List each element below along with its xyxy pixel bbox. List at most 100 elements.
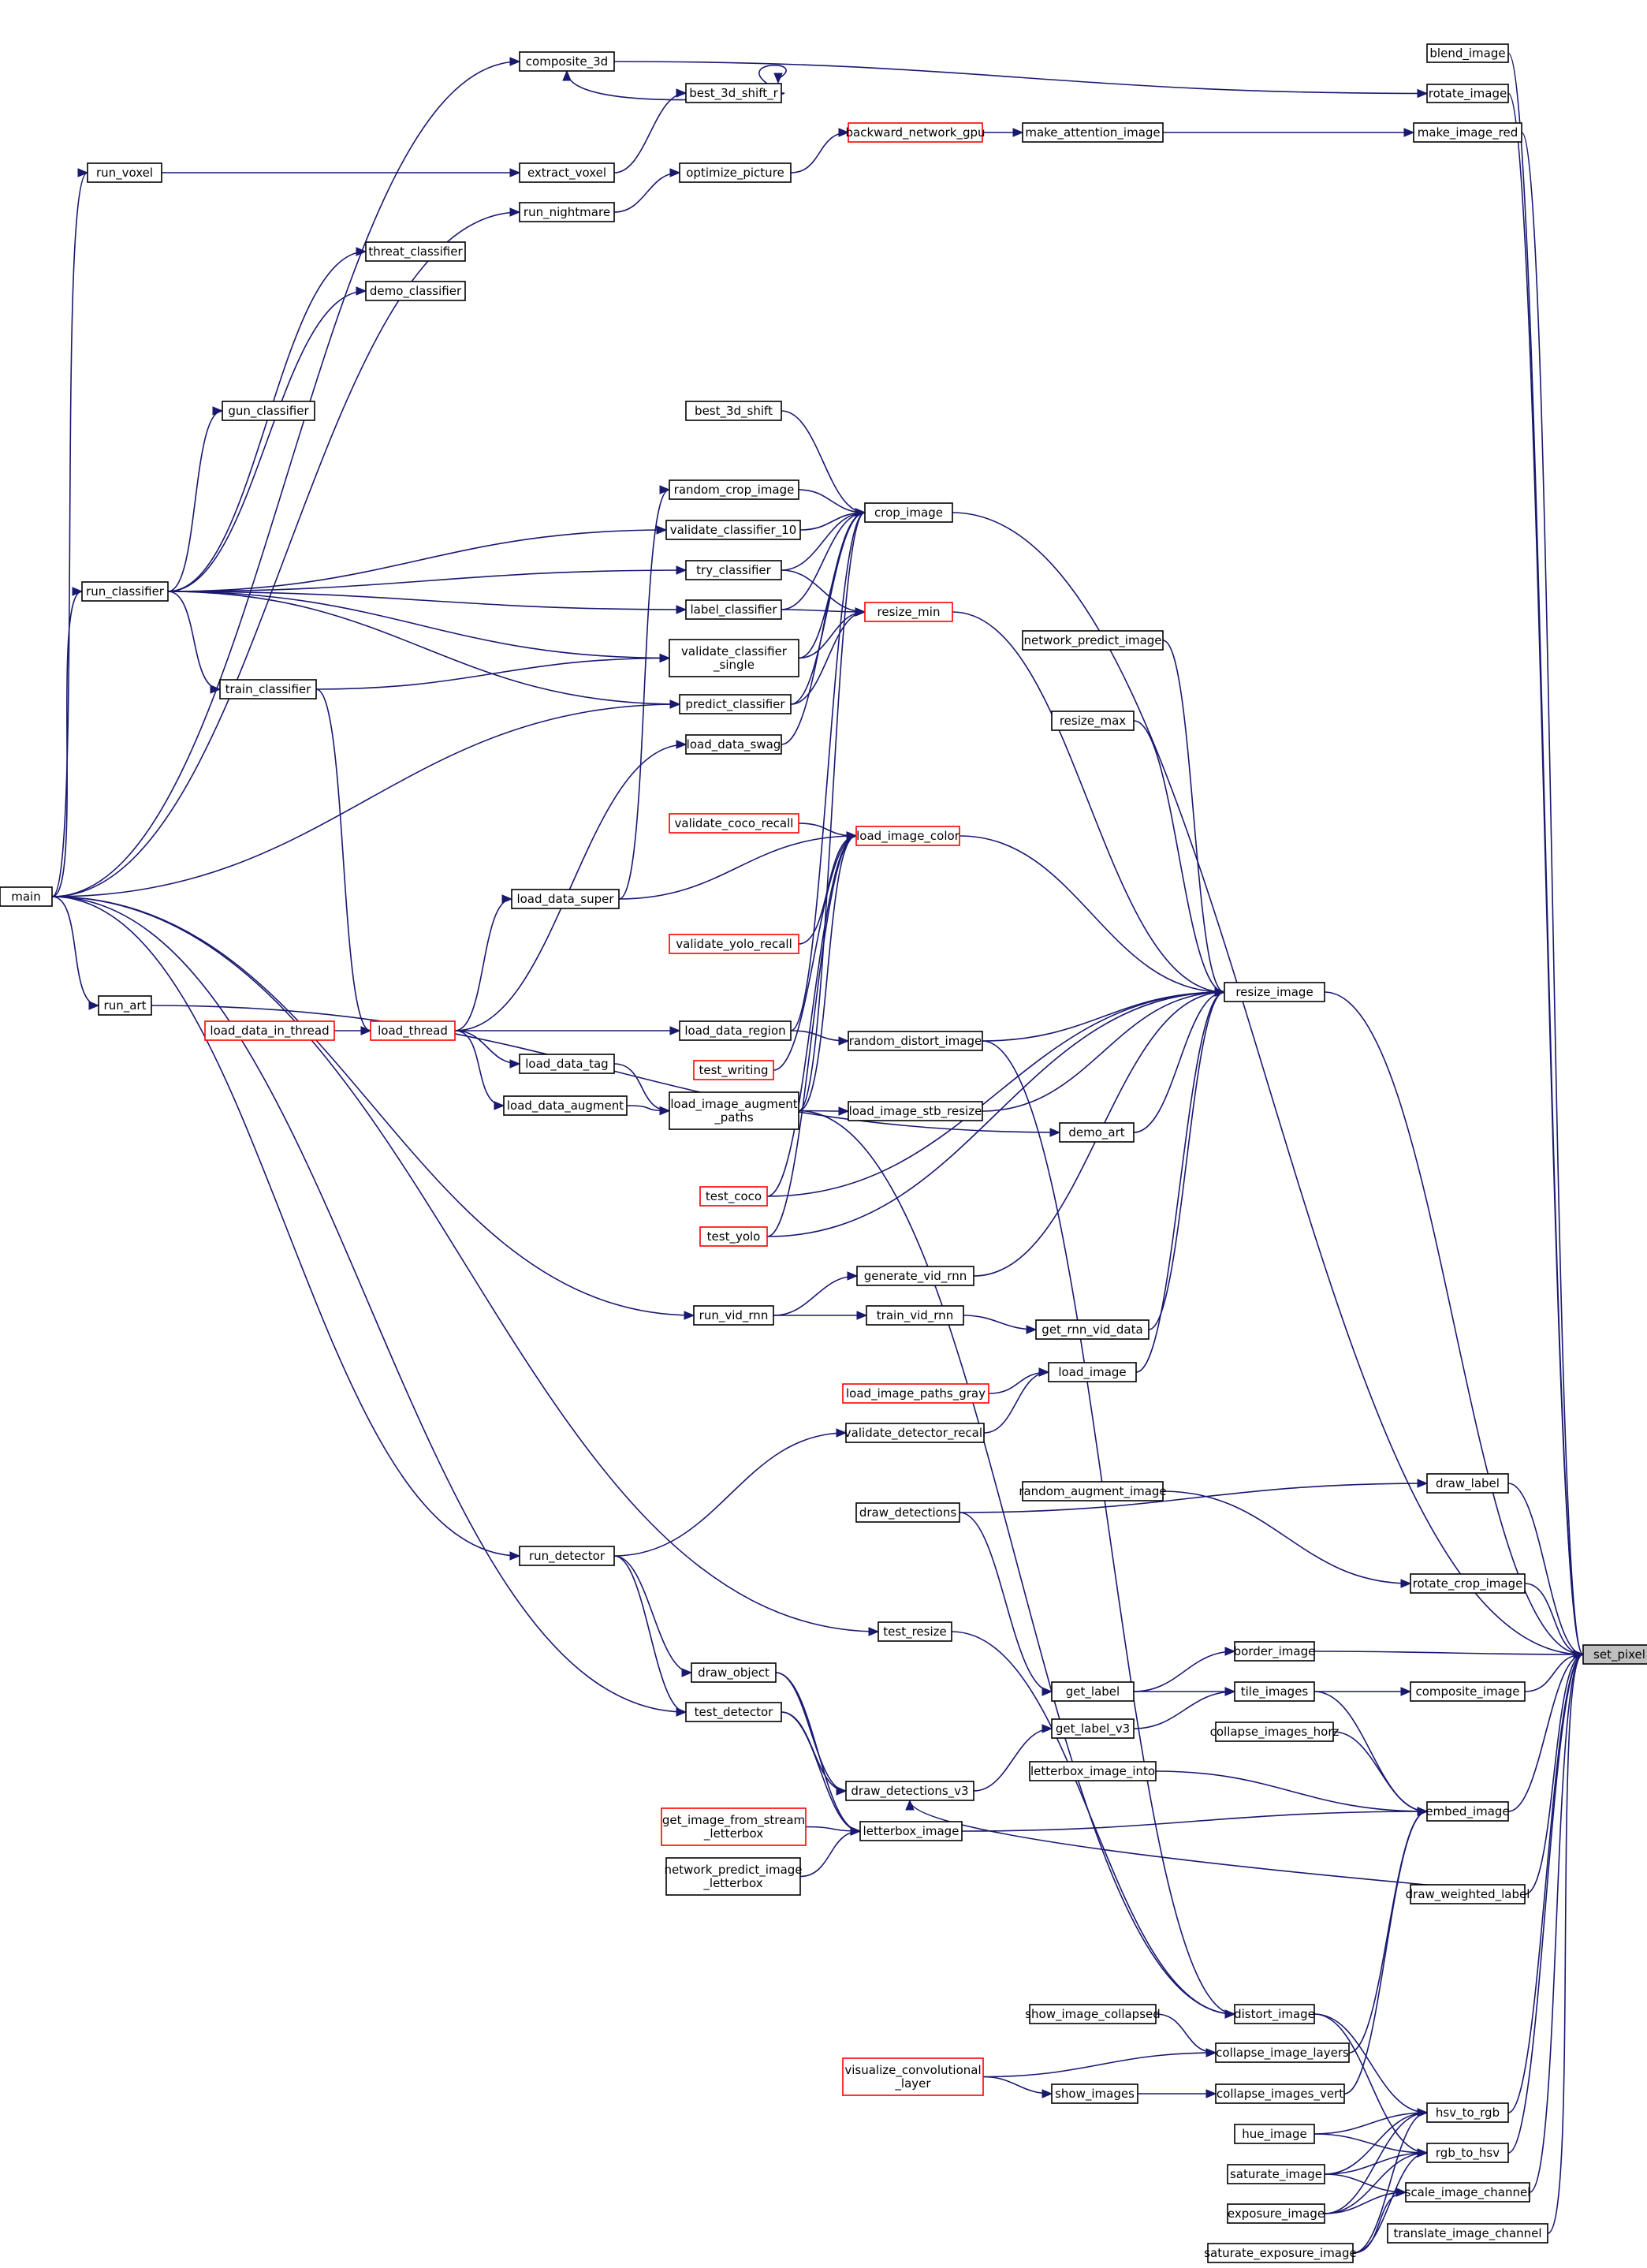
node-hue-image[interactable]: hue_image [1234, 2124, 1315, 2144]
node-threat-classifier[interactable]: threat_classifier [365, 241, 466, 262]
node-get-image-from-stream-letterbox[interactable]: get_image_from_stream_letterbox [661, 1807, 807, 1846]
node-load-image-paths-gray[interactable]: load_image_paths_gray [842, 1383, 989, 1404]
node-letterbox-image[interactable]: letterbox_image [859, 1821, 963, 1841]
node-backward-network-gpu[interactable]: backward_network_gpu [846, 122, 986, 143]
node-load-data-super[interactable]: load_data_super [511, 889, 620, 909]
node-distort-image[interactable]: distort_image [1234, 2004, 1315, 2024]
node-extract-voxel[interactable]: extract_voxel [519, 162, 615, 183]
node-validate-detector-recall[interactable]: validate_detector_recall [844, 1423, 986, 1443]
node-test-detector[interactable]: test_detector [685, 1702, 782, 1722]
node-show-images[interactable]: show_images [1051, 2083, 1138, 2104]
node-gun-classifier[interactable]: gun_classifier [222, 401, 315, 421]
node-visualize-convolutional-layer[interactable]: visualize_convolutional_layer [842, 2057, 984, 2096]
node-resize-max[interactable]: resize_max [1051, 711, 1135, 731]
node-load-image-augment-paths[interactable]: load_image_augment_paths [669, 1091, 799, 1130]
node-load-image-stb-resize[interactable]: load_image_stb_resize [848, 1101, 983, 1121]
node-run-art[interactable]: run_art [98, 995, 152, 1016]
node-try-classifier[interactable]: try_classifier [685, 560, 782, 580]
node-label-classifier[interactable]: label_classifier [685, 599, 782, 620]
node-train-classifier[interactable]: train_classifier [219, 679, 317, 699]
node-validate-classifier-single[interactable]: validate_classifier_single [669, 639, 799, 677]
node-rgb-to-hsv[interactable]: rgb_to_hsv [1426, 2143, 1509, 2163]
node-load-thread[interactable]: load_thread [370, 1020, 456, 1041]
node-hsv-to-rgb[interactable]: hsv_to_rgb [1426, 2102, 1509, 2123]
node-set-pixel[interactable]: set_pixel [1582, 1644, 1647, 1665]
node-exposure-image[interactable]: exposure_image [1227, 2203, 1325, 2224]
node-validate-coco-recall[interactable]: validate_coco_recall [669, 813, 799, 834]
node-predict-classifier[interactable]: predict_classifier [679, 694, 792, 714]
node-validate-classifier-10[interactable]: validate_classifier_10 [665, 520, 801, 540]
node-random-distort-image[interactable]: random_distort_image [848, 1031, 983, 1051]
node-crop-image[interactable]: crop_image [864, 502, 953, 523]
node-test-coco[interactable]: test_coco [699, 1186, 768, 1207]
node-demo-art[interactable]: demo_art [1059, 1122, 1135, 1143]
node-blend-image[interactable]: blend_image [1426, 43, 1509, 63]
node-validate-yolo-recall[interactable]: validate_yolo_recall [669, 934, 799, 954]
node-show-image-collapsed[interactable]: show_image_collapsed [1025, 2004, 1161, 2024]
call-edge-validate_yolo_recall-to-load_image_color [798, 831, 858, 945]
node-draw-object[interactable]: draw_object [691, 1662, 777, 1683]
node-saturate-exposure-image[interactable]: saturate_exposure_image [1204, 2243, 1357, 2263]
node-test-yolo[interactable]: test_yolo [699, 1226, 768, 1247]
node-load-image-color[interactable]: load_image_color [855, 826, 960, 846]
node-rotate-image[interactable]: rotate_image [1426, 84, 1509, 103]
node-letterbox-image-into[interactable]: letterbox_image_into [1029, 1761, 1157, 1781]
node-load-data-swag[interactable]: load_data_swag [685, 734, 782, 755]
node-resize-min[interactable]: resize_min [864, 602, 953, 622]
node-box [669, 479, 799, 500]
edge-line [766, 835, 857, 1197]
node-random-augment-image[interactable]: random_augment_image [1019, 1481, 1167, 1501]
node-run-classifier[interactable]: run_classifier [81, 581, 169, 602]
node-make-image-red[interactable]: make_image_red [1413, 122, 1522, 143]
node-box [1426, 1801, 1509, 1822]
node-composite-image[interactable]: composite_image [1410, 1681, 1526, 1702]
node-get-label-v3[interactable]: get_label_v3 [1051, 1718, 1135, 1739]
node-translate-image-channel[interactable]: translate_image_channel [1387, 2223, 1548, 2244]
node-network-predict-image-letterbox[interactable]: network_predict_image_letterbox [664, 1857, 803, 1896]
node-draw-detections[interactable]: draw_detections [855, 1502, 960, 1523]
node-collapse-image-layers[interactable]: collapse_image_layers [1215, 2042, 1350, 2063]
node-draw-detections-v3[interactable]: draw_detections_v3 [845, 1781, 974, 1801]
node-network-predict-image[interactable]: network_predict_image [1022, 630, 1164, 651]
node-rotate-crop-image[interactable]: rotate_crop_image [1410, 1573, 1526, 1594]
edge-arrowhead [669, 1026, 681, 1035]
node-load-data-in-thread[interactable]: load_data_in_thread [204, 1020, 335, 1041]
node-scale-image-channel[interactable]: scale_image_channel [1405, 2182, 1531, 2203]
node-best-3d-shift-r[interactable]: best_3d_shift_r [685, 83, 782, 103]
node-run-vid-rnn[interactable]: run_vid_rnn [693, 1305, 774, 1326]
node-tile-images[interactable]: tile_images [1234, 1681, 1315, 1702]
call-edge-run_nightmare-to-optimize_picture [613, 168, 681, 213]
node-collapse-images-horz[interactable]: collapse_images_horz [1210, 1722, 1340, 1742]
node-load-data-region[interactable]: load_data_region [679, 1020, 792, 1041]
node-best-3d-shift[interactable]: best_3d_shift [685, 401, 782, 421]
node-get-rnn-vid-data[interactable]: get_rnn_vid_data [1035, 1319, 1150, 1340]
node-label: load_image_stb_resize [849, 1104, 982, 1119]
node-load-image[interactable]: load_image [1048, 1362, 1137, 1382]
node-random-crop-image[interactable]: random_crop_image [669, 479, 799, 500]
node-optimize-picture[interactable]: optimize_picture [679, 162, 792, 183]
node-run-voxel[interactable]: run_voxel [87, 162, 162, 183]
node-collapse-images-vert[interactable]: collapse_images_vert [1215, 2083, 1345, 2104]
node-draw-label[interactable]: draw_label [1426, 1473, 1509, 1494]
node-demo-classifier[interactable]: demo_classifier [365, 281, 466, 301]
node-saturate-image[interactable]: saturate_image [1227, 2164, 1325, 2184]
node-make-attention-image[interactable]: make_attention_image [1022, 122, 1164, 143]
node-border-image[interactable]: border_image [1234, 1641, 1316, 1662]
node-label: label_classifier [690, 602, 777, 617]
edge-arrowhead [1026, 1325, 1038, 1334]
node-get-label[interactable]: get_label [1051, 1681, 1135, 1702]
node-run-detector[interactable]: run_detector [519, 1546, 615, 1566]
node-generate-vid-rnn[interactable]: generate_vid_rnn [856, 1266, 974, 1286]
node-test-writing[interactable]: test_writing [693, 1060, 774, 1080]
node-load-data-augment[interactable]: load_data_augment [503, 1095, 628, 1116]
node-box [699, 1186, 768, 1207]
node-train-vid-rnn[interactable]: train_vid_rnn [866, 1305, 964, 1326]
node-embed-image[interactable]: embed_image [1425, 1801, 1510, 1822]
node-run-nightmare[interactable]: run_nightmare [519, 202, 615, 222]
node-resize-image[interactable]: resize_image [1224, 982, 1325, 1002]
node-draw-weighted-label[interactable]: draw_weighted_label [1406, 1884, 1530, 1904]
node-load-data-tag[interactable]: load_data_tag [519, 1054, 615, 1074]
node-test-resize[interactable]: test_resize [878, 1621, 952, 1642]
node-main[interactable]: main [0, 886, 53, 907]
node-composite-3d[interactable]: composite_3d [519, 51, 615, 72]
